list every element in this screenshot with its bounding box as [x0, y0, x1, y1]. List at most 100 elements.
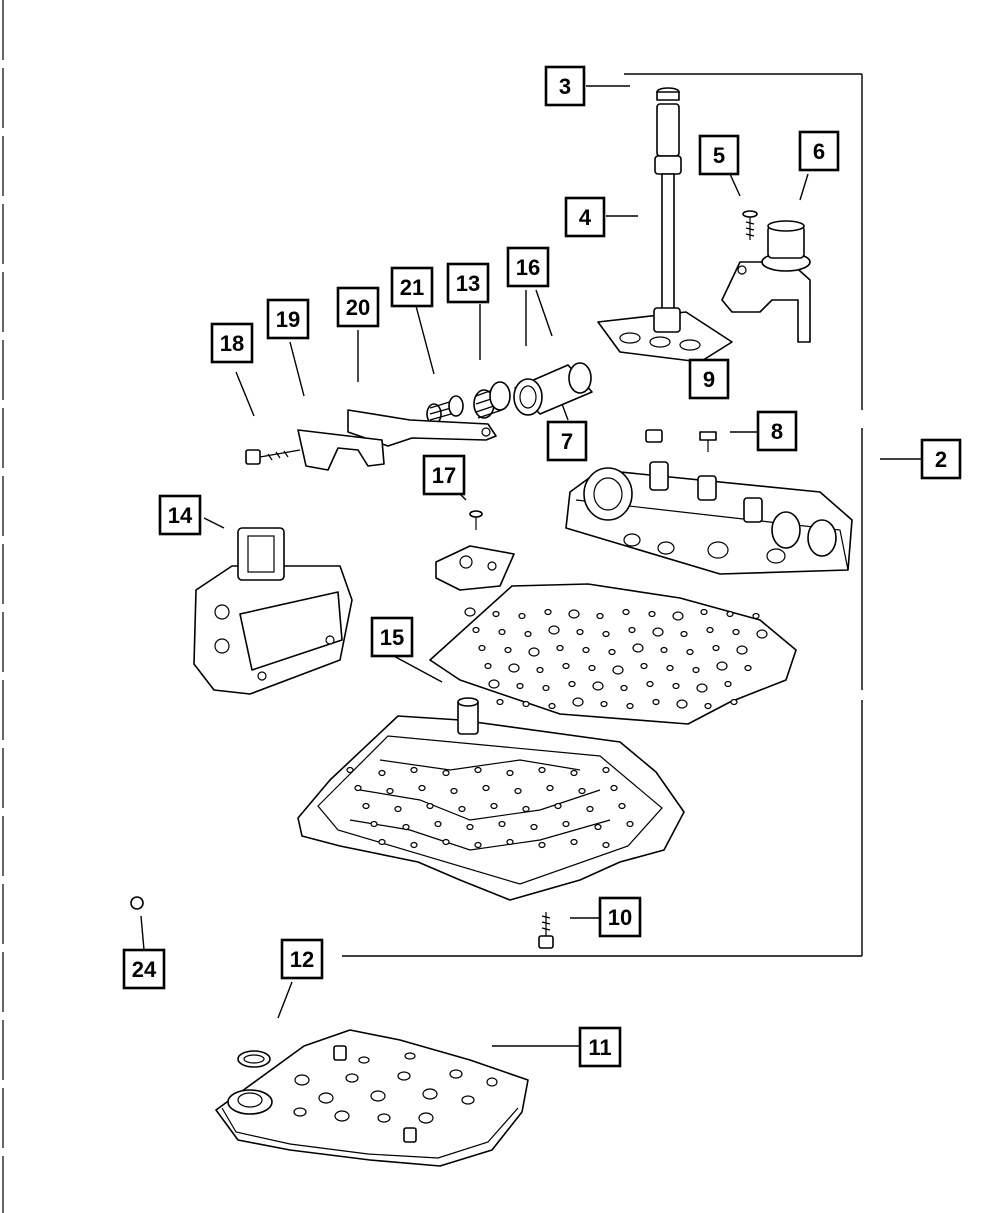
- callout-label: 17: [432, 463, 456, 488]
- hole: [386, 787, 394, 795]
- hole: [700, 608, 708, 616]
- hole: [628, 626, 636, 634]
- hole: [578, 787, 586, 795]
- hole: [736, 645, 748, 655]
- hole: [410, 841, 418, 849]
- callout-9: 9: [688, 358, 730, 400]
- callout-15: 15: [370, 616, 414, 658]
- callout-13: 13: [446, 262, 490, 304]
- hole: [602, 630, 610, 638]
- hole: [626, 702, 634, 710]
- hole: [752, 612, 760, 620]
- hole: [358, 1056, 370, 1064]
- hole: [576, 628, 584, 636]
- hole: [572, 697, 584, 707]
- hole: [600, 700, 608, 708]
- callout-11: 11: [578, 1026, 622, 1068]
- hole: [482, 784, 490, 792]
- hole: [378, 769, 386, 777]
- callout-14: 14: [158, 494, 202, 536]
- callout-label: 20: [346, 295, 370, 320]
- callout-24: 24: [122, 948, 166, 990]
- hole: [518, 612, 526, 620]
- hole: [592, 681, 604, 691]
- hole: [530, 823, 538, 831]
- part-13-spring: [473, 381, 511, 419]
- hole: [377, 1113, 391, 1123]
- callout-label: 9: [703, 367, 715, 392]
- callout-20: 20: [336, 286, 380, 328]
- hole: [648, 610, 656, 618]
- hole: [556, 644, 564, 652]
- hole: [506, 769, 514, 777]
- callout-label: 11: [588, 1035, 611, 1060]
- hole: [652, 698, 660, 706]
- hole: [646, 680, 654, 688]
- callout-19: 19: [266, 298, 310, 340]
- hole: [458, 805, 466, 813]
- hole: [346, 766, 354, 774]
- hole: [588, 664, 596, 672]
- hole: [618, 802, 626, 810]
- hole: [538, 766, 546, 774]
- part-4-valve-rod: [597, 103, 733, 363]
- detent-plate: [435, 545, 515, 591]
- hole: [594, 823, 602, 831]
- hole: [478, 644, 486, 652]
- hole: [418, 784, 426, 792]
- hole: [490, 802, 498, 810]
- part-3-cap: [656, 87, 680, 101]
- hole: [620, 684, 628, 692]
- hole: [726, 610, 734, 618]
- hole: [586, 805, 594, 813]
- hole: [536, 666, 544, 674]
- hole: [548, 702, 556, 710]
- hole: [706, 626, 714, 634]
- part-5-screw: [742, 210, 758, 240]
- hole: [696, 683, 708, 693]
- hole: [426, 802, 434, 810]
- hole: [538, 841, 546, 849]
- hole: [450, 787, 458, 795]
- hole: [562, 662, 570, 670]
- callout-10: 10: [598, 896, 642, 938]
- hole: [402, 823, 410, 831]
- callout-2: 2: [920, 438, 962, 480]
- hole: [582, 646, 590, 654]
- part-14-solenoid-module: [193, 527, 353, 695]
- hole: [724, 680, 732, 688]
- callout-label: 16: [516, 255, 540, 280]
- hole: [568, 680, 576, 688]
- callout-17: 17: [422, 454, 466, 496]
- hole: [492, 610, 500, 618]
- part-18-bolt: [245, 449, 301, 465]
- hole: [704, 702, 712, 710]
- hole: [672, 682, 680, 690]
- hole: [486, 1077, 498, 1087]
- callout-label: 2: [935, 447, 947, 472]
- hole: [660, 646, 668, 654]
- hole: [404, 1052, 416, 1060]
- hole: [672, 611, 684, 621]
- hole: [461, 1095, 475, 1105]
- hole: [622, 608, 630, 616]
- hole: [334, 1110, 350, 1122]
- callout-3: 3: [544, 65, 586, 107]
- hole: [516, 682, 524, 690]
- callout-5: 5: [698, 134, 740, 176]
- hole: [626, 820, 634, 828]
- hole: [568, 609, 580, 619]
- hole: [554, 802, 562, 810]
- hole: [756, 629, 768, 639]
- callout-label: 18: [220, 331, 244, 356]
- callout-label: 13: [456, 271, 480, 296]
- part-8-screw: [699, 431, 717, 452]
- callout-16: 16: [506, 246, 550, 288]
- filter-holes: [293, 1052, 498, 1124]
- hole: [744, 664, 752, 672]
- hole: [318, 1092, 334, 1104]
- hole: [474, 841, 482, 849]
- hole: [640, 662, 648, 670]
